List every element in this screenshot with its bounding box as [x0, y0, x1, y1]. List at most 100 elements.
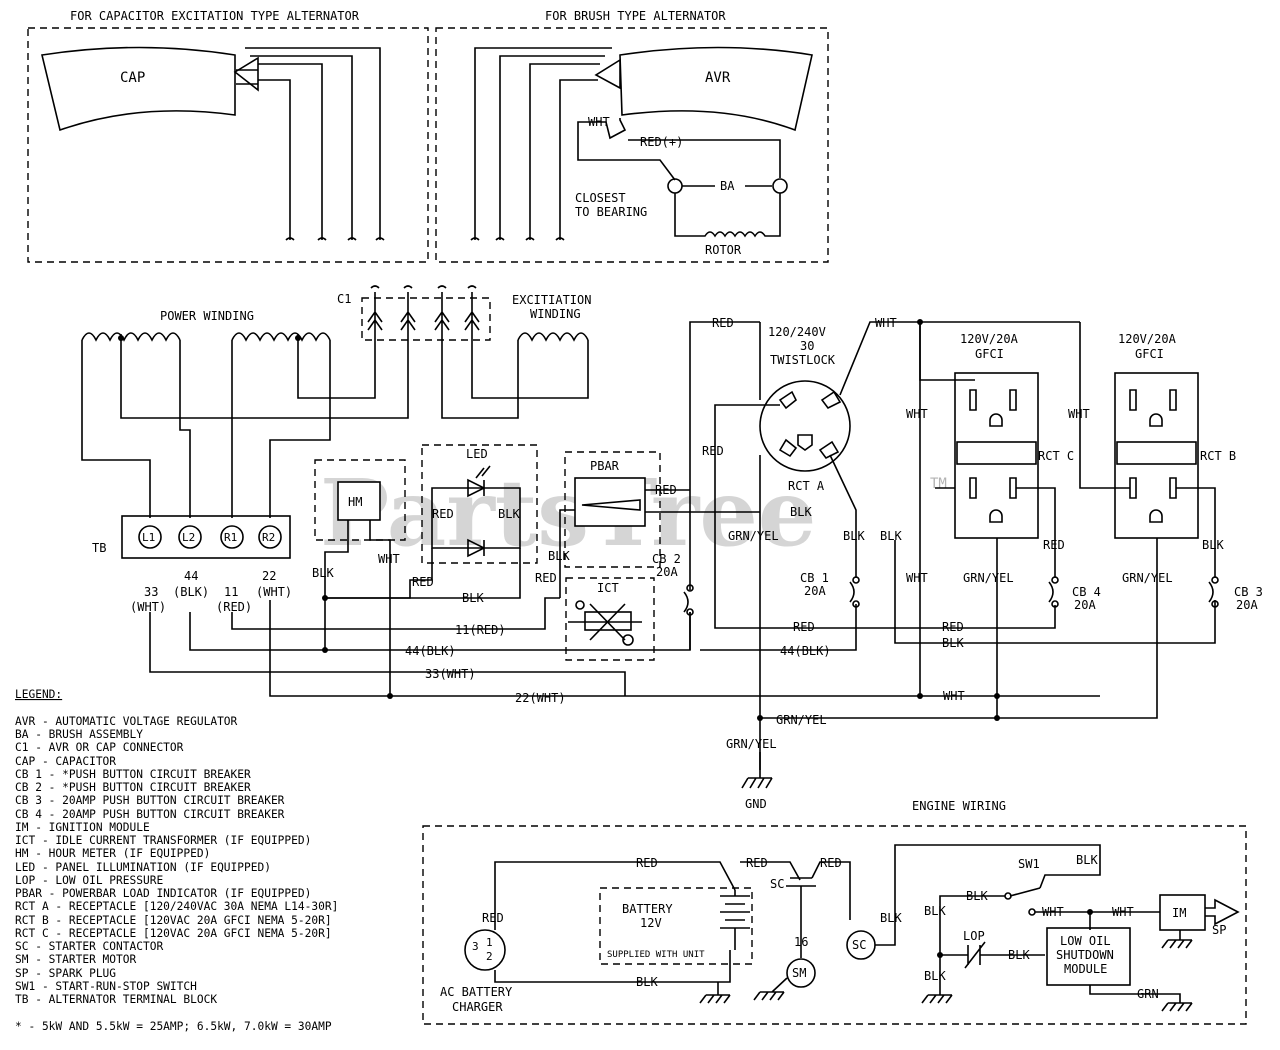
- rct-a-red-label: RED: [702, 444, 724, 458]
- legend-item: CB 4 - 20AMP PUSH BUTTON CIRCUIT BREAKER: [15, 808, 285, 821]
- battery-label-1: BATTERY: [622, 902, 673, 916]
- legend-item: LOP - LOW OIL PRESSURE: [15, 874, 163, 887]
- tb-33: 33: [144, 585, 158, 599]
- twistlock-receptacle: [759, 380, 851, 472]
- label-22-wht: 22(WHT): [515, 691, 566, 705]
- charger-red-wire: [494, 861, 736, 930]
- led-dashed-box: [421, 444, 538, 564]
- cap-wire: [245, 47, 381, 240]
- red-plus-wire: [628, 139, 781, 178]
- hm-label: HM: [348, 495, 362, 509]
- watermark-tm: TM: [930, 476, 947, 492]
- battery-cells: [720, 890, 750, 950]
- c1-pins: [367, 292, 480, 331]
- cb4-contact: [1051, 600, 1059, 608]
- legend-item: IM - IGNITION MODULE: [15, 821, 150, 834]
- lowoil-grn-wire: [1089, 985, 1181, 1003]
- charger-label-2: CHARGER: [452, 1000, 503, 1014]
- legend-list: AVR - AUTOMATIC VOLTAGE REGULATOR BA - B…: [15, 715, 338, 1006]
- wire-22-wht: [269, 600, 920, 697]
- red-top-label: RED: [712, 316, 734, 330]
- wire-exc-1: [441, 330, 519, 419]
- excitation-label: EXCITIATION: [512, 293, 591, 307]
- red-main-wire: [689, 321, 760, 490]
- hm-wht-wire: [369, 520, 391, 696]
- capacitor-section-box: [27, 27, 429, 263]
- wht-wire: [577, 118, 676, 181]
- ground-symbol: [741, 752, 773, 789]
- tb-terminals: [138, 525, 282, 549]
- grn-label: GRN: [1137, 987, 1159, 1001]
- sc-red-in: [740, 861, 801, 881]
- tb-44-color: (BLK): [173, 585, 209, 599]
- tb-22-color: (WHT): [256, 585, 292, 599]
- red-right-label: RED: [942, 620, 964, 634]
- ict-label: ICT: [597, 581, 619, 595]
- cap-connector: [233, 56, 259, 92]
- wht-im-label: WHT: [1112, 905, 1134, 919]
- cb1-label: CB 1: [800, 571, 829, 585]
- cb1-switch: [849, 581, 855, 603]
- rotor-label: ROTOR: [705, 243, 742, 257]
- sm-ground: [753, 977, 788, 1001]
- legend-item: BA - BRUSH ASSEMBLY: [15, 728, 143, 741]
- wht-top-wire: [839, 321, 1080, 396]
- gfci-c-buttons: [956, 441, 1037, 465]
- label-44-blk: 44(BLK): [405, 644, 456, 658]
- led-red-out: RED: [412, 575, 434, 589]
- legend-item: CB 2 - *PUSH BUTTON CIRCUIT BREAKER: [15, 781, 251, 794]
- legend-item: TB - ALTERNATOR TERMINAL BLOCK: [15, 993, 217, 1006]
- sc-blk-label: BLK: [880, 911, 902, 925]
- red-plus-label: RED(+): [640, 135, 683, 149]
- c1-connector-box: [361, 297, 491, 341]
- ict-ring: [575, 600, 585, 610]
- gfci-c-ground-bottom: [989, 509, 1003, 523]
- gfci-c-slots-bottom: [969, 477, 1017, 499]
- cb1-amp: 20A: [804, 584, 826, 598]
- avr-connector: [594, 58, 621, 90]
- junction: [322, 647, 328, 653]
- rct-a-blk-wire: [829, 454, 857, 578]
- cb4-amp: 20A: [1074, 598, 1096, 612]
- avr-label: AVR: [705, 70, 731, 86]
- gfci-b-grn: [760, 538, 1158, 719]
- brush-section-title: FOR BRUSH TYPE ALTERNATOR: [545, 9, 726, 23]
- charger-pin-1: 1: [486, 936, 493, 949]
- charger-blk-wire: [494, 950, 731, 983]
- tb-l1: L1: [142, 531, 155, 544]
- terminal-block: [121, 515, 291, 559]
- rct-a-blk-label: BLK: [790, 505, 812, 519]
- charger-red-label: RED: [482, 911, 504, 925]
- cb3-label: CB 3: [1234, 585, 1263, 599]
- rct-a-red-wire: [714, 404, 920, 629]
- cb2-switch: [683, 591, 689, 613]
- lop-label: LOP: [963, 929, 985, 943]
- legend-title: LEGEND:: [15, 688, 62, 701]
- brush-left: [667, 178, 683, 194]
- blk-bus-right: [894, 540, 1216, 644]
- battery-red-label: RED: [636, 856, 658, 870]
- wht-to-rctc: [919, 322, 975, 381]
- cb4-switch: [1048, 581, 1054, 603]
- battery-dashed-box: [599, 887, 753, 965]
- legend-item: SP - SPARK PLUG: [15, 967, 116, 980]
- wht-bus-label-2: WHT: [906, 571, 928, 585]
- legend-item: RCT B - RECEPTACLE [120VAC 20A GFCI NEMA…: [15, 914, 332, 927]
- label-33-wht: 33(WHT): [425, 667, 476, 681]
- gfci-c-type: GFCI: [975, 347, 1004, 361]
- brush-right: [772, 178, 788, 194]
- sc-red-out-label: RED: [820, 856, 842, 870]
- tb-r2: R2: [262, 531, 275, 544]
- winding-label: WINDING: [530, 307, 581, 321]
- starter-motor: [786, 958, 816, 988]
- legend-item: CAP - CAPACITOR: [15, 755, 116, 768]
- rotor-coil: [674, 193, 781, 238]
- watermark: PartsTree: [320, 459, 816, 567]
- grnyel-bus-label: GRN/YEL: [776, 713, 827, 727]
- sw1-blade: [1009, 887, 1041, 897]
- to-bearing-label: TO BEARING: [575, 205, 647, 219]
- wire-coil1-mid: [120, 330, 409, 419]
- engine-ground: [921, 994, 953, 1004]
- gnd-grnyel-label: GRN/YEL: [726, 737, 777, 751]
